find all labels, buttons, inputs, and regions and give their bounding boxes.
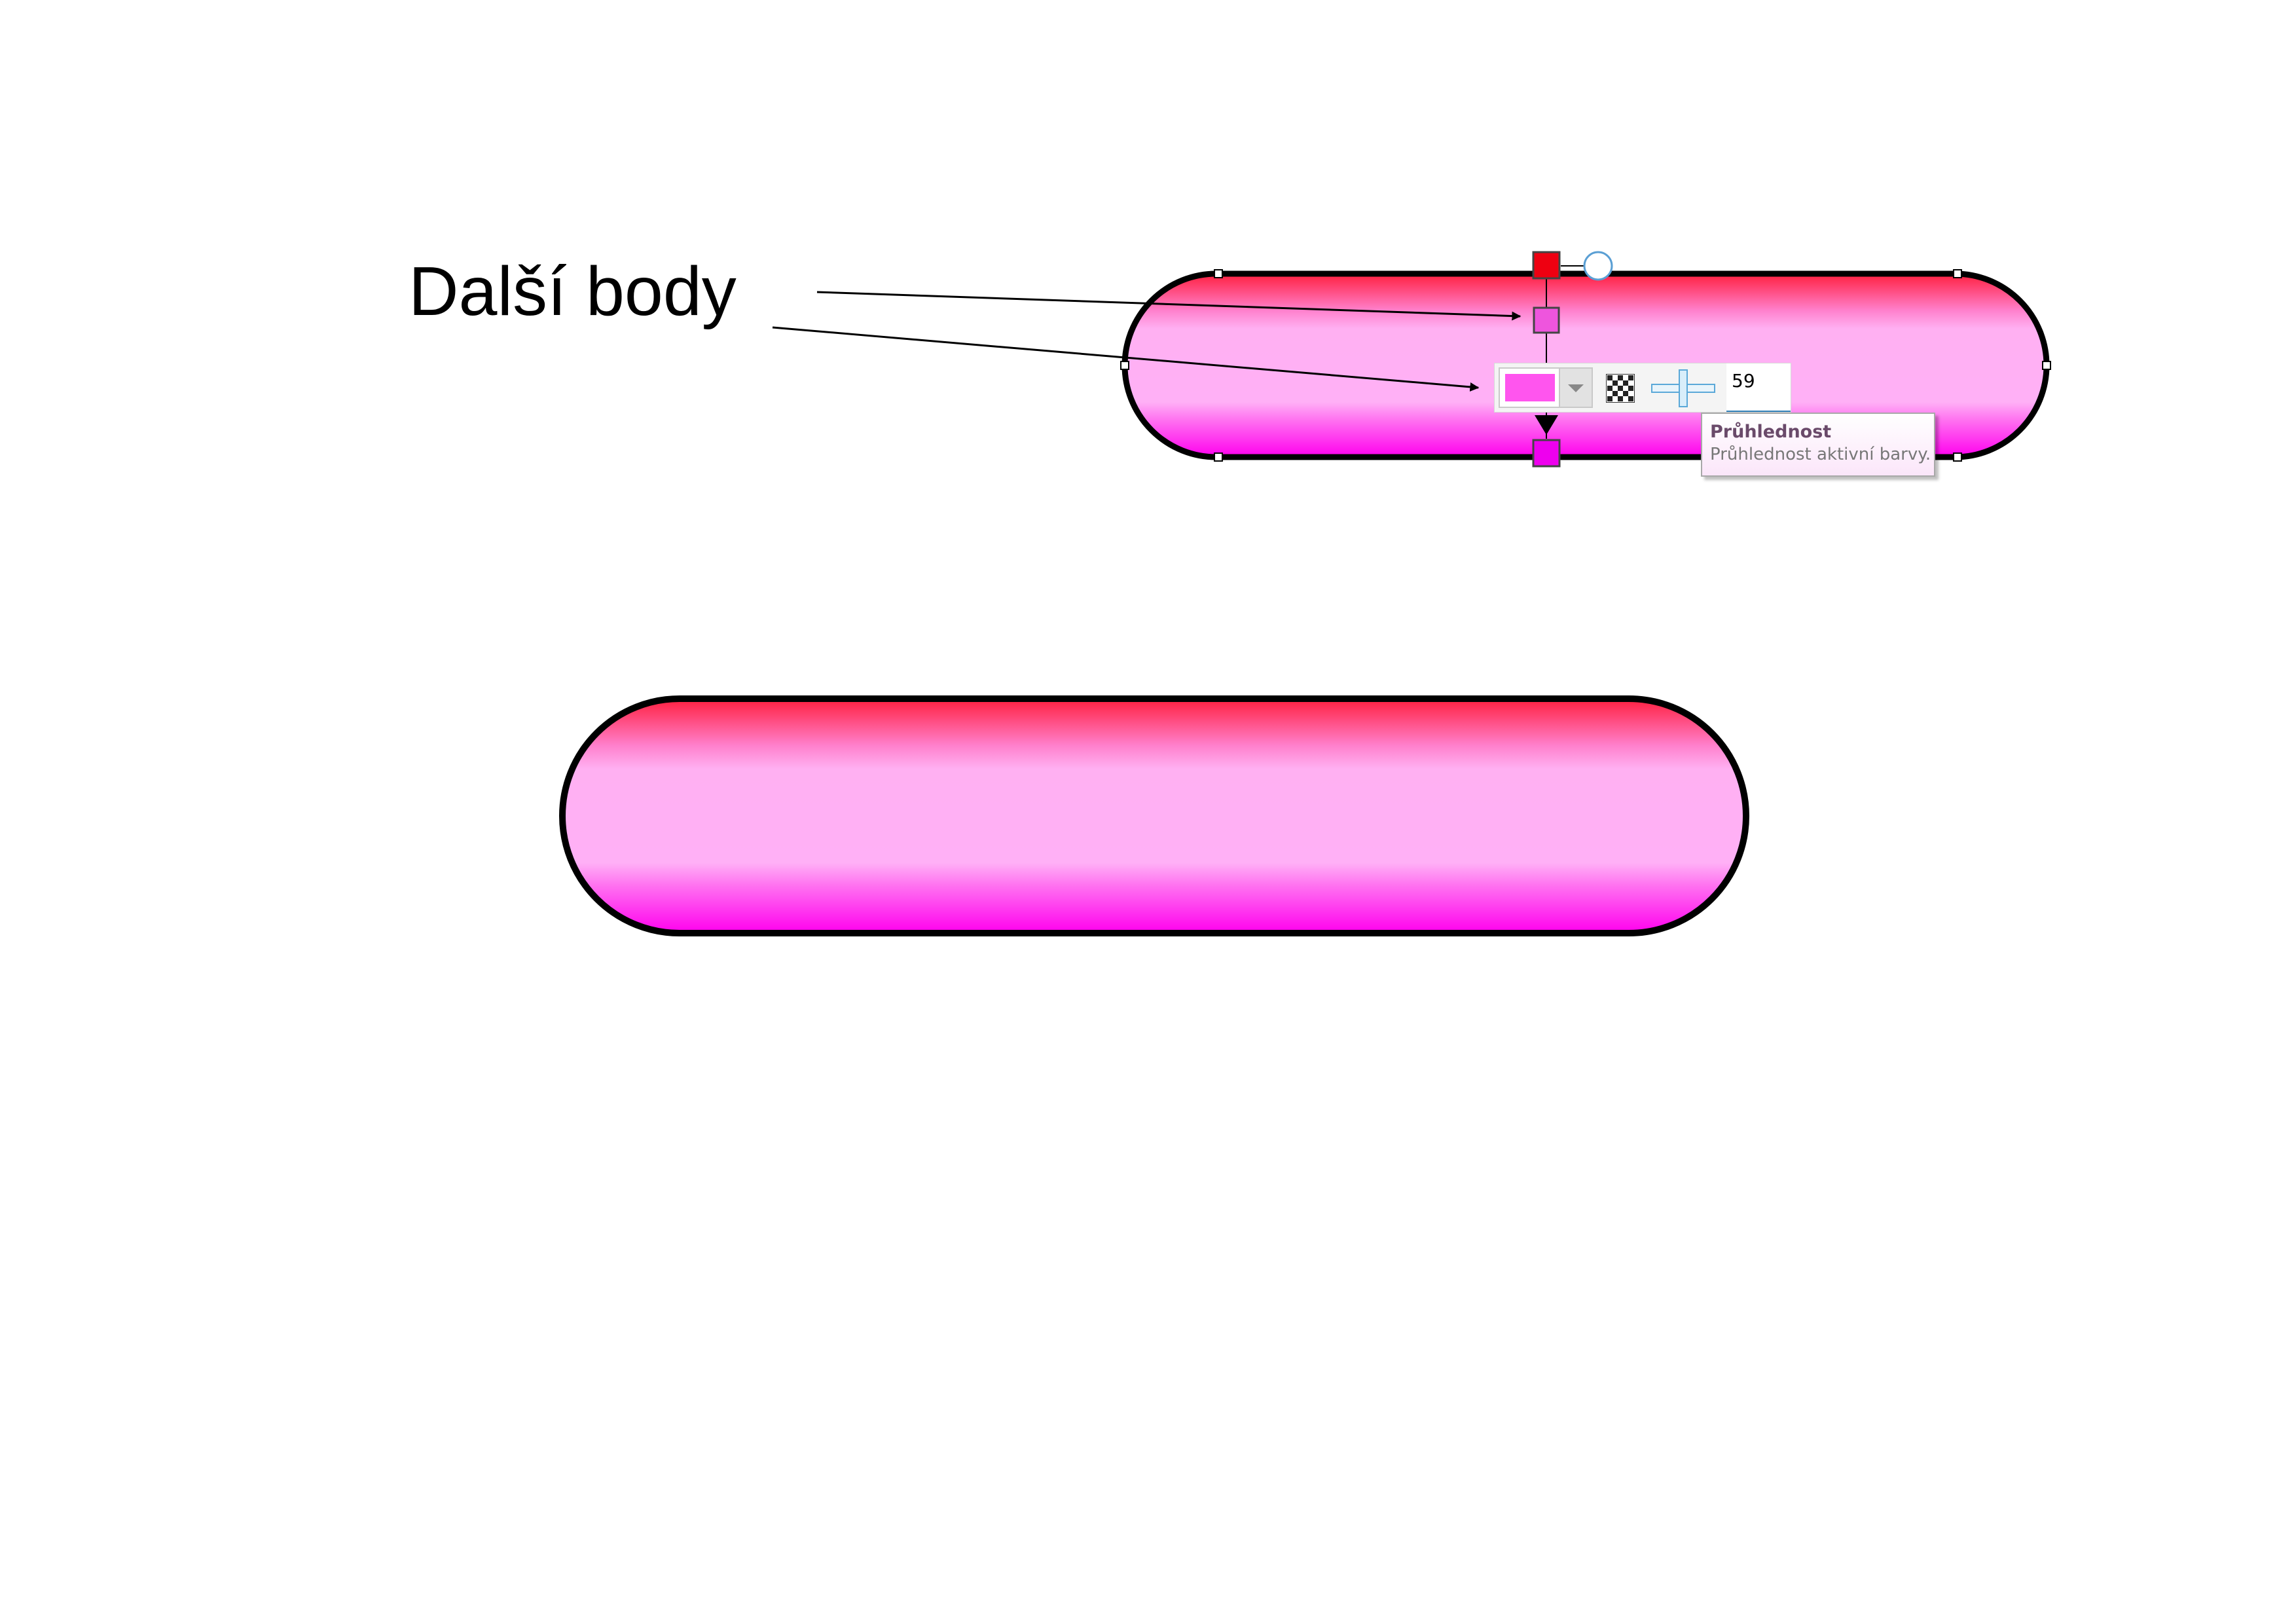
transparency-value-input[interactable]: 59 (1726, 363, 1791, 412)
gradient-end-node[interactable] (1532, 439, 1561, 468)
gradient-angle-handle[interactable] (1583, 251, 1613, 281)
selection-handle-top-right (1953, 269, 1962, 278)
gradient-middle-node[interactable] (1533, 306, 1560, 334)
selection-handles[interactable] (1120, 269, 2051, 462)
tooltip-description: Průhlednost aktivní barvy. (1710, 445, 1931, 465)
transparency-tooltip: Průhlednost Průhlednost aktivní barvy. (1701, 413, 1935, 477)
annotation-arrow-upper (816, 291, 1522, 321)
selection-handle-left (1120, 361, 1129, 370)
chevron-down-icon (1568, 384, 1584, 392)
selection-handle-right (2042, 361, 2051, 370)
node-color-swatch (1505, 374, 1555, 401)
pill-shape-result[interactable] (559, 695, 1749, 936)
gradient-start-node[interactable] (1532, 251, 1561, 280)
gradient-end-arrow-icon (1535, 415, 1558, 435)
selection-handle-bottom-left (1214, 452, 1223, 462)
node-color-button[interactable] (1499, 367, 1560, 408)
tooltip-title: Průhlednost (1710, 422, 1832, 442)
transparency-slider[interactable] (1649, 367, 1717, 409)
transparency-checker-icon[interactable] (1606, 374, 1635, 403)
selection-handle-bottom-right (1953, 452, 1962, 462)
annotation-label: Další body (409, 253, 737, 330)
color-dropdown-button[interactable] (1560, 367, 1593, 408)
selection-handle-top-left (1214, 269, 1223, 278)
transparency-slider-thumb (1679, 369, 1688, 407)
interactive-fill-toolbar: 59 (1494, 363, 1791, 413)
annotation-arrow-lower (772, 326, 1480, 392)
